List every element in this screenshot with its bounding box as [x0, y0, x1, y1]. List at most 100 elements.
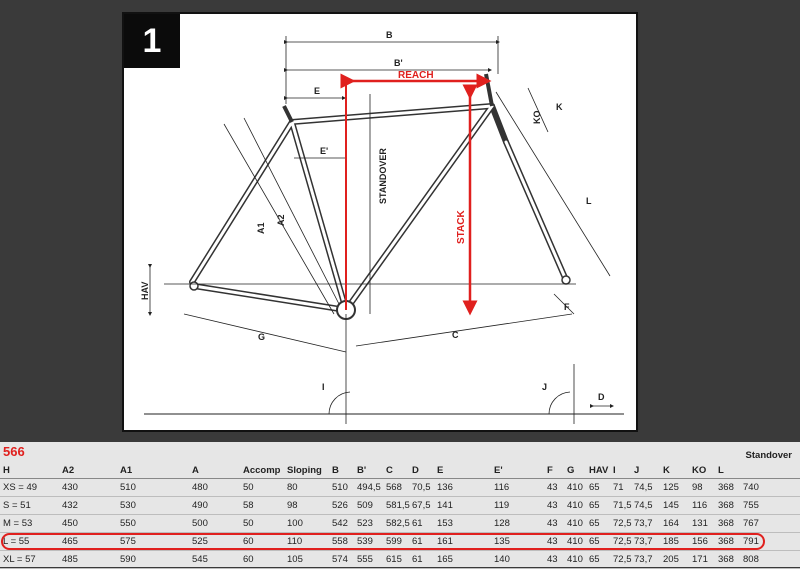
table-cell: 80 — [287, 482, 298, 493]
table-cell: 558 — [332, 536, 348, 547]
column-header: A1 — [120, 465, 133, 476]
label-e: E — [314, 86, 320, 96]
label-ko: KO — [532, 111, 542, 125]
table-cell: 755 — [743, 500, 759, 511]
table-cell: 65 — [589, 500, 600, 511]
table-cell: 43 — [547, 518, 558, 529]
table-cell: 740 — [743, 482, 759, 493]
label-reach: REACH — [398, 70, 434, 81]
table-cell: 74,5 — [634, 482, 653, 493]
table-cell: 171 — [692, 554, 708, 565]
table-cell: 410 — [567, 536, 583, 547]
table-cell: 65 — [589, 554, 600, 565]
table-cell: 410 — [567, 518, 583, 529]
table-cell: 550 — [120, 518, 136, 529]
table-cell: 368 — [718, 536, 734, 547]
column-header: G — [567, 465, 575, 476]
table-cell: 67,5 — [412, 500, 431, 511]
table-cell: 61 — [412, 554, 423, 565]
table-cell: 510 — [120, 482, 136, 493]
column-header: KO — [692, 465, 707, 476]
label-hav: HAV — [140, 282, 150, 300]
label-b-prime: B' — [394, 58, 403, 68]
table-cell: 73,7 — [634, 518, 653, 529]
table-cell: 590 — [120, 554, 136, 565]
table-cell: 808 — [743, 554, 759, 565]
table-cell: 43 — [547, 482, 558, 493]
table-cell: 43 — [547, 536, 558, 547]
table-cell: 410 — [567, 554, 583, 565]
table-cell: 494,5 — [357, 482, 381, 493]
table-cell: 156 — [692, 536, 708, 547]
table-cell: 50 — [243, 518, 254, 529]
table-cell: 545 — [192, 554, 208, 565]
table-cell: 61 — [412, 518, 423, 529]
label-j: J — [542, 382, 547, 392]
table-cell: 164 — [663, 518, 679, 529]
figure-number-badge: 1 — [124, 14, 180, 68]
table-cell: 72,5 — [613, 554, 632, 565]
table-cell: 575 — [120, 536, 136, 547]
column-header: C — [386, 465, 393, 476]
table-cell: 165 — [437, 554, 453, 565]
column-header: F — [547, 465, 553, 476]
column-header: HAV — [589, 465, 609, 476]
table-cell: 509 — [357, 500, 373, 511]
table-cell: 542 — [332, 518, 348, 529]
table-cell: 465 — [62, 536, 78, 547]
column-header: E' — [494, 465, 503, 476]
table-cell: 71,5 — [613, 500, 632, 511]
table-cell: 73,7 — [634, 554, 653, 565]
table-cell: 581,5 — [386, 500, 410, 511]
column-header: H — [3, 465, 10, 476]
label-a2: A2 — [276, 214, 286, 226]
standover-header: Standover — [745, 450, 792, 461]
table-cell: 116 — [494, 482, 510, 493]
table-cell: 60 — [243, 554, 254, 565]
table-cell: 136 — [437, 482, 453, 493]
label-f: F — [564, 302, 570, 312]
table-cell: 485 — [62, 554, 78, 565]
table-cell: 526 — [332, 500, 348, 511]
highlighted-row-outline — [1, 533, 765, 550]
label-standover: STANDOVER — [378, 148, 388, 204]
table-cell: 582,5 — [386, 518, 410, 529]
table-cell: 568 — [386, 482, 402, 493]
table-cell: 430 — [62, 482, 78, 493]
table-cell: 145 — [663, 500, 679, 511]
table-cell: 530 — [120, 500, 136, 511]
label-g: G — [258, 332, 265, 342]
table-cell: 60 — [243, 536, 254, 547]
table-cell: 141 — [437, 500, 453, 511]
table-cell: L = 55 — [3, 536, 30, 547]
table-cell: 539 — [357, 536, 373, 547]
table-cell: XS = 49 — [3, 482, 38, 493]
table-cell: 131 — [692, 518, 708, 529]
label-a1: A1 — [256, 222, 266, 234]
table-cell: 767 — [743, 518, 759, 529]
column-header: J — [634, 465, 640, 476]
table-cell: 450 — [62, 518, 78, 529]
table-cell: 65 — [589, 518, 600, 529]
table-cell: 74,5 — [634, 500, 653, 511]
table-cell: 791 — [743, 536, 759, 547]
table-cell: 368 — [718, 482, 734, 493]
table-cell: 480 — [192, 482, 208, 493]
table-cell: 65 — [589, 536, 600, 547]
table-cell: XL = 57 — [3, 554, 36, 565]
table-cell: 43 — [547, 554, 558, 565]
column-header: Accomp — [243, 465, 281, 476]
label-l: L — [586, 196, 592, 206]
table-cell: 100 — [287, 518, 303, 529]
column-header: I — [613, 465, 616, 476]
label-c: C — [452, 330, 459, 340]
table-cell: S = 51 — [3, 500, 31, 511]
table-cell: 43 — [547, 500, 558, 511]
table-cell: 500 — [192, 518, 208, 529]
frame-tubes — [189, 103, 569, 313]
